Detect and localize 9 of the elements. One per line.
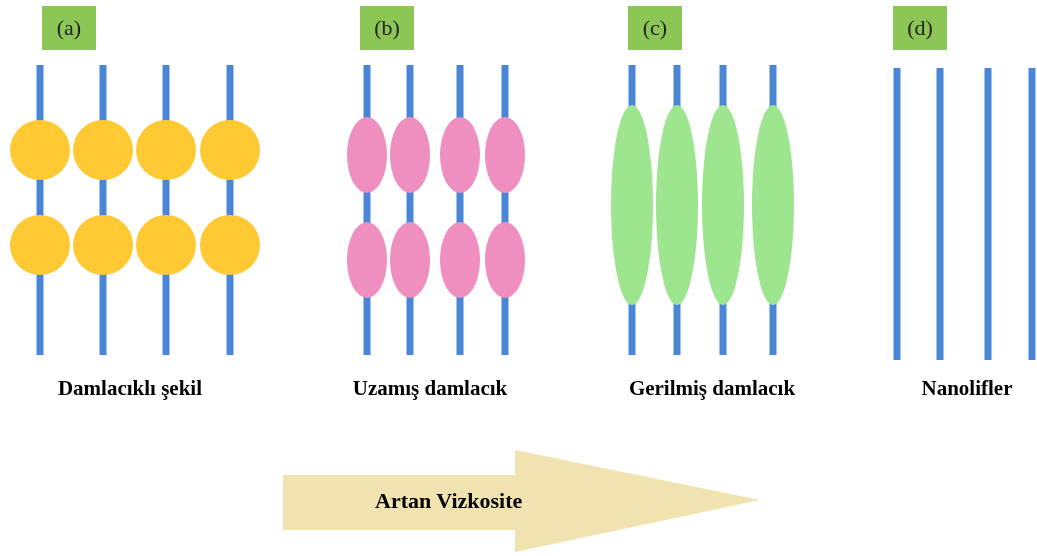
panel-tag: (b) bbox=[360, 6, 414, 50]
panel-caption: Damlacıklı şekil bbox=[57, 376, 203, 401]
panel-caption: Nanolifler bbox=[921, 376, 1013, 401]
panel-tag: (c) bbox=[628, 6, 682, 50]
panel-caption: Gerilmiş damlacık bbox=[628, 376, 796, 401]
panel-tag: (d) bbox=[893, 6, 947, 50]
panel-tag: (a) bbox=[42, 6, 96, 50]
panel-caption: Uzamış damlacık bbox=[352, 376, 508, 401]
arrow-label: Artan Vizkosite bbox=[375, 488, 523, 514]
